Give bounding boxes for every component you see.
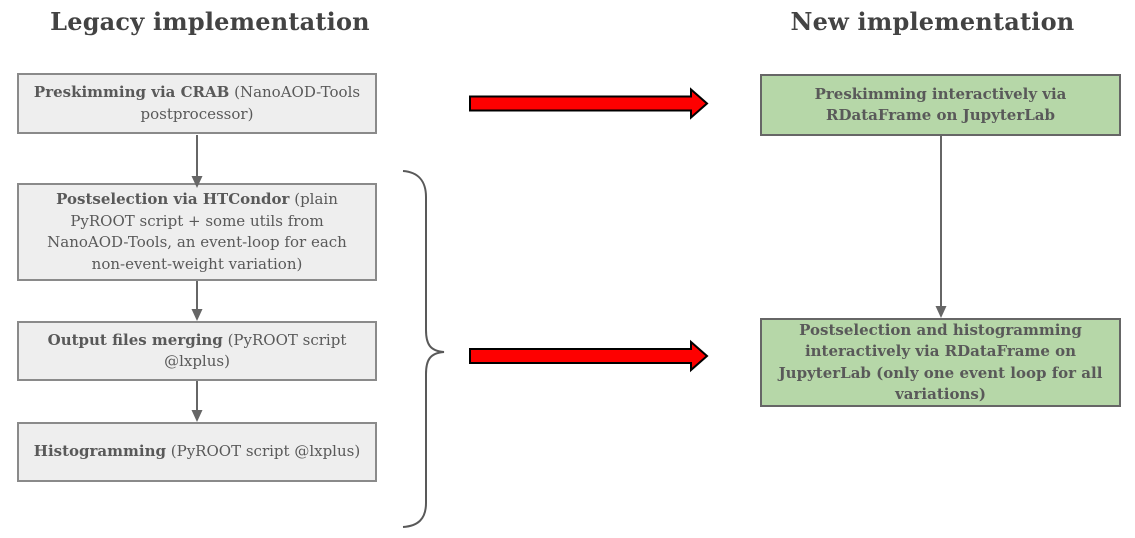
down-arrow-icon (191, 135, 203, 188)
curly-brace-icon (402, 170, 445, 528)
red-right-arrow-icon (469, 87, 709, 120)
new-column-title: New implementation (790, 7, 1075, 36)
red-right-arrow-icon (469, 339, 709, 373)
legacy-box-preskimming-text: Preskimming via CRAB (NanoAOD-Tools post… (33, 83, 361, 123)
new-box-preskimming-text: Preskimming interactively via RDataFrame… (814, 84, 1067, 125)
down-arrow-icon (191, 381, 203, 422)
down-arrow-icon (191, 281, 203, 321)
legacy-box-preskimming: Preskimming via CRAB (NanoAOD-Tools post… (17, 73, 377, 134)
legacy-box-merging: Output files merging (PyROOT script @lxp… (17, 321, 377, 381)
legacy-box-histogramming: Histogramming (PyROOT script @lxplus) (17, 422, 377, 482)
new-box-preskimming: Preskimming interactively via RDataFrame… (760, 74, 1121, 136)
legacy-column-title: Legacy implementation (50, 7, 370, 36)
legacy-box-postselection-text: Postselection via HTCondor (plain PyROOT… (47, 190, 347, 273)
legacy-box-histogramming-text: Histogramming (PyROOT script @lxplus) (33, 442, 361, 461)
down-arrow-icon (935, 136, 947, 318)
new-box-postselection-histogramming-text: Postselection and histogramming interact… (778, 320, 1103, 404)
legacy-box-merging-text: Output files merging (PyROOT script @lxp… (47, 330, 347, 371)
legacy-box-postselection: Postselection via HTCondor (plain PyROOT… (17, 183, 377, 281)
new-box-postselection-histogramming: Postselection and histogramming interact… (760, 318, 1121, 407)
